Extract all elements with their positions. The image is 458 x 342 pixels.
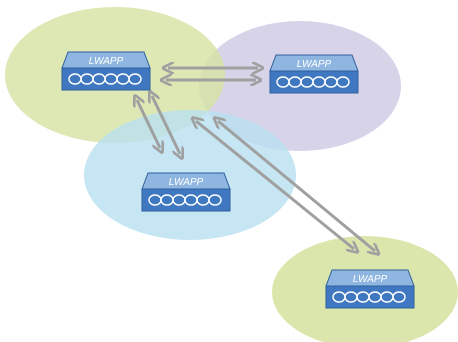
- antenna-wave-icon: [332, 291, 406, 303]
- device-label: LWAPP: [297, 59, 332, 70]
- access-point-top-right: LWAPP: [269, 54, 359, 94]
- device-front-face: [269, 70, 359, 94]
- device-front-face: [61, 67, 151, 91]
- access-point-top-left: LWAPP: [61, 51, 151, 91]
- link-top-left-to-top-right: [166, 68, 258, 80]
- device-front-face: [141, 188, 231, 212]
- antenna-wave-icon: [68, 73, 142, 85]
- access-point-middle: LWAPP: [141, 172, 231, 212]
- access-point-bottom-right: LWAPP: [325, 269, 415, 309]
- device-label: LWAPP: [353, 274, 388, 285]
- device-label: LWAPP: [169, 177, 204, 188]
- link-middle-to-bottom-right: [196, 121, 375, 251]
- device-front-face: [325, 285, 415, 309]
- antenna-wave-icon: [148, 194, 222, 206]
- link-top-left-to-middle: [137, 96, 180, 154]
- antenna-wave-icon: [276, 76, 350, 88]
- device-label: LWAPP: [89, 56, 124, 67]
